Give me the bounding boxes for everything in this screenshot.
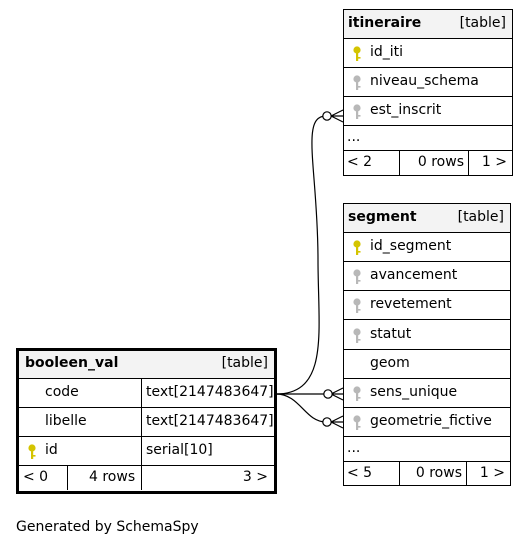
column-row: niveau_schema: [344, 68, 512, 97]
index-key-icon: [353, 104, 361, 119]
column-name: code: [45, 384, 79, 400]
column-name: id_segment: [370, 238, 452, 254]
caption: Generated by SchemaSpy: [16, 519, 199, 535]
column-name: geom: [370, 355, 410, 371]
column-row: id_segment: [344, 233, 510, 262]
optional-marker-geometrie-fictive: [322, 417, 332, 427]
table-header: itineraire [table]: [344, 10, 512, 39]
table-name: segment: [348, 209, 417, 225]
parents-count: < 5: [347, 465, 373, 481]
link-booleen-to-geometrie-fictive: [275, 393, 327, 423]
row-count: 0 rows: [415, 465, 462, 481]
column-row: code text[2147483647]: [19, 379, 274, 408]
primary-key-icon: [28, 444, 36, 459]
table-kind: [table]: [221, 355, 268, 371]
column-row: geom: [344, 350, 510, 379]
table-kind: [table]: [457, 209, 504, 225]
index-key-icon: [353, 75, 361, 90]
column-type: text[2147483647]: [141, 379, 274, 407]
column-name: est_inscrit: [370, 102, 442, 118]
table-footer: < 5 0 rows 1 >: [344, 462, 510, 486]
table-header: booleen_val [table]: [19, 351, 274, 379]
column-row: sens_unique: [344, 379, 510, 408]
column-name: libelle: [45, 413, 87, 429]
column-row: revetement: [344, 291, 510, 320]
table-name: itineraire: [348, 15, 422, 31]
column-row: est_inscrit: [344, 97, 512, 126]
column-name: statut: [370, 326, 412, 342]
column-row: geometrie_fictive: [344, 408, 510, 437]
optional-marker-sens-unique: [323, 389, 333, 399]
column-row: id_iti: [344, 39, 512, 68]
column-name: niveau_schema: [370, 73, 479, 89]
table-itineraire[interactable]: itineraire [table] id_iti niveau_schema …: [343, 9, 513, 176]
more-columns-row: ...: [344, 437, 510, 462]
column-name: geometrie_fictive: [370, 413, 492, 429]
table-header: segment [table]: [344, 204, 510, 233]
table-name: booleen_val: [25, 355, 119, 371]
parents-count: < 0: [23, 469, 49, 485]
parents-count: < 2: [347, 154, 373, 170]
index-key-icon: [353, 298, 361, 313]
table-footer: < 2 0 rows 1 >: [344, 151, 512, 175]
column-row: avancement: [344, 262, 510, 291]
column-name: sens_unique: [370, 384, 458, 400]
index-key-icon: [353, 328, 361, 343]
column-row: id serial[10]: [19, 437, 274, 466]
crowfoot-geometrie-fictive: [330, 415, 344, 429]
index-key-icon: [353, 386, 361, 401]
primary-key-icon: [353, 46, 361, 61]
more-columns-row: ...: [344, 126, 512, 151]
optional-marker-itineraire: [322, 111, 332, 121]
column-name: id_iti: [370, 44, 404, 60]
column-type: serial[10]: [141, 437, 213, 465]
row-count: 0 rows: [417, 154, 464, 170]
crowfoot-itineraire: [330, 109, 344, 123]
column-row: statut: [344, 321, 510, 350]
children-count: 3 >: [242, 469, 268, 485]
link-booleen-to-itineraire: [275, 115, 327, 395]
table-kind: [table]: [459, 15, 506, 31]
column-name: avancement: [370, 267, 458, 283]
row-count: 4 rows: [89, 469, 136, 485]
table-booleen-val[interactable]: booleen_val [table] code text[2147483647…: [16, 348, 277, 494]
column-name: id: [45, 442, 58, 458]
more-columns: ...: [347, 129, 361, 145]
column-row: libelle text[2147483647]: [19, 408, 274, 437]
table-segment[interactable]: segment [table] id_segment avancement re…: [343, 203, 511, 486]
index-key-icon: [353, 415, 361, 430]
crowfoot-sens-unique: [330, 387, 344, 401]
column-name: revetement: [370, 296, 452, 312]
primary-key-icon: [353, 240, 361, 255]
column-type: text[2147483647]: [141, 408, 274, 436]
more-columns: ...: [347, 440, 361, 456]
index-key-icon: [353, 269, 361, 284]
table-footer: < 0 4 rows 3 >: [19, 466, 274, 490]
children-count: 1 >: [479, 465, 505, 481]
children-count: 1 >: [481, 154, 507, 170]
